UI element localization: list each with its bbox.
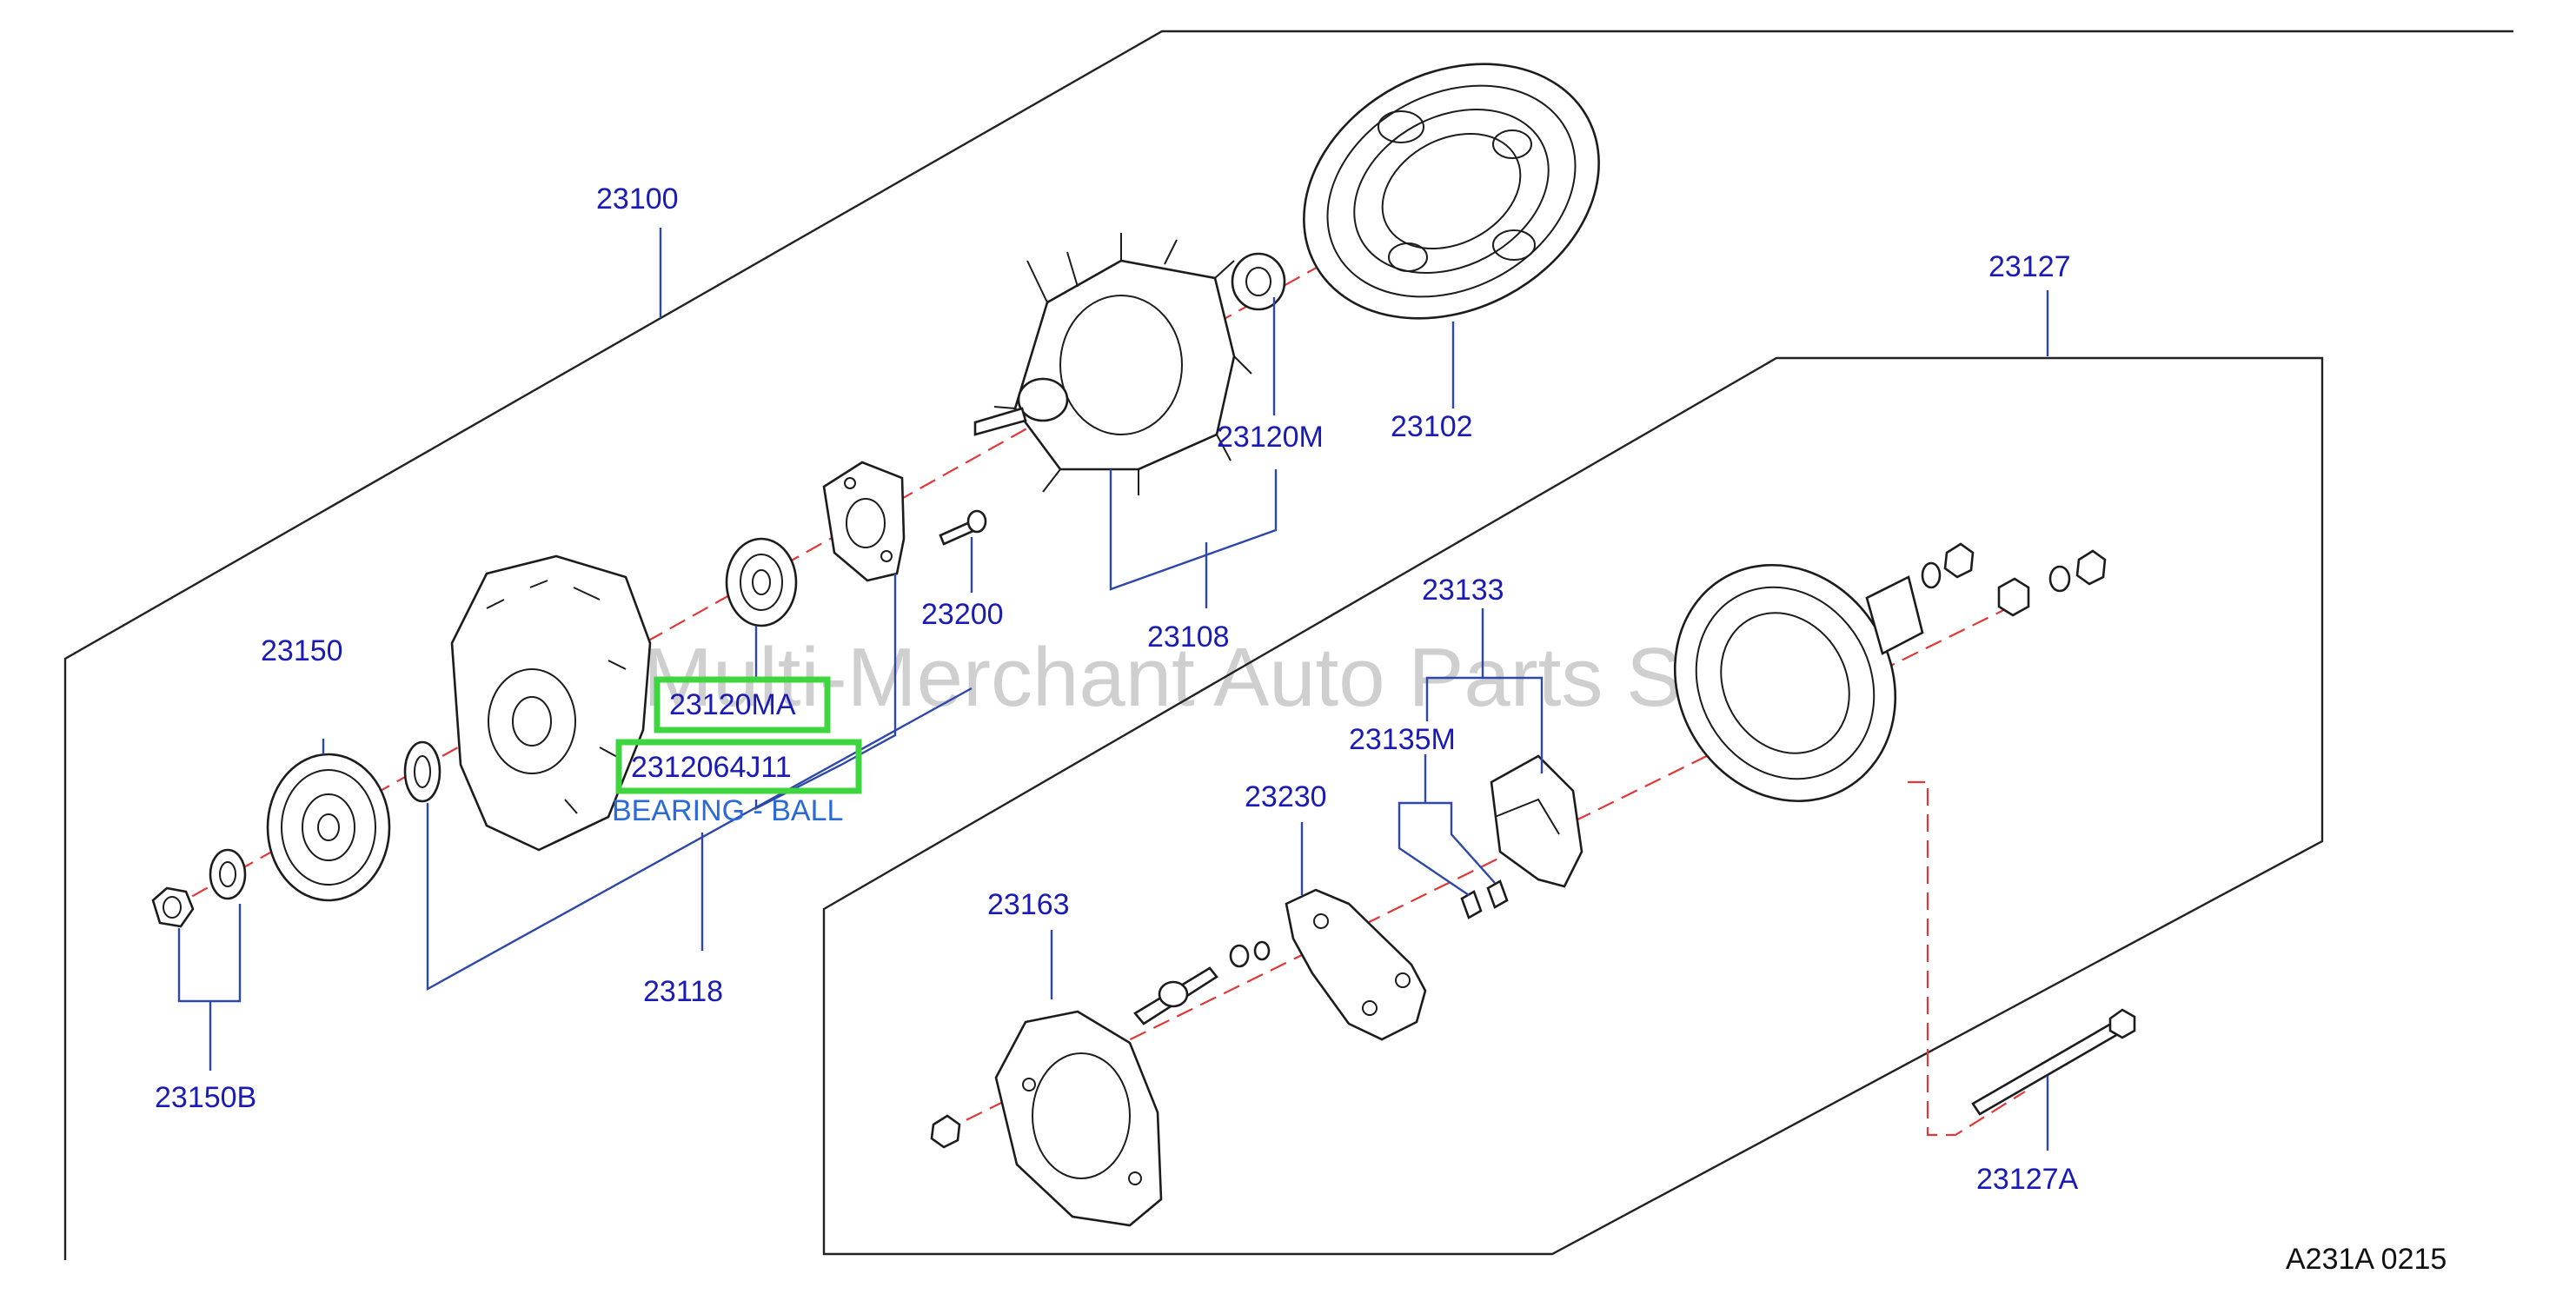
retainer-plate-part[interactable]	[822, 461, 906, 582]
regulator-part[interactable]	[1490, 754, 1583, 888]
rear-cover-part[interactable]	[1259, 14, 1643, 368]
terminal-washer-part[interactable]	[1921, 561, 1942, 589]
part-number-23150B[interactable]: 23150B	[155, 1081, 256, 1114]
front-bracket-part[interactable]	[450, 554, 652, 852]
leader-bearing	[754, 574, 897, 810]
pulley-nut-part[interactable]	[151, 886, 195, 928]
part-number-23230[interactable]: 23230	[1245, 780, 1327, 813]
part-number-23120M[interactable]: 23120M	[1217, 421, 1324, 454]
terminal-nut-part[interactable]	[1943, 542, 1975, 579]
part-number-23108[interactable]: 23108	[1147, 620, 1230, 654]
pulley-part[interactable]	[266, 753, 391, 902]
part-number-23150[interactable]: 23150	[261, 634, 343, 667]
rotor-part[interactable]	[973, 233, 1252, 495]
part-number-23102[interactable]: 23102	[1391, 410, 1473, 443]
spacer-part[interactable]	[403, 740, 442, 803]
rear-terminal-part[interactable]	[1997, 549, 2107, 617]
part-number-23127[interactable]: 23127	[1988, 250, 2071, 283]
leader-23135M	[1398, 754, 1496, 896]
leader-23150B	[177, 904, 242, 1071]
leader-23108	[1109, 469, 1278, 608]
terminal-bolt-part[interactable]	[1133, 940, 1271, 1025]
diagram-code: A231A 0215	[2286, 1243, 2447, 1276]
rectifier-part[interactable]	[1285, 888, 1427, 1041]
through-bolt-part[interactable]	[1971, 1008, 2136, 1116]
watermark-text: Multi-Merchant Auto Parts Store	[643, 631, 1826, 724]
part-number-23120MA[interactable]: 23120MA	[669, 688, 796, 721]
part-number-23118[interactable]: 23118	[643, 975, 723, 1008]
through-bolt-axis	[1908, 780, 2026, 1137]
part-number-23200[interactable]: 23200	[921, 598, 1004, 631]
part-number-23100[interactable]: 23100	[596, 182, 679, 216]
front-bearing-part[interactable]	[725, 537, 798, 627]
part-number-23127A[interactable]: 23127A	[1976, 1163, 2079, 1196]
part-description: BEARING - BALL	[612, 794, 843, 827]
screw-part[interactable]	[939, 509, 987, 546]
plate-nut-part[interactable]	[930, 1114, 961, 1149]
part-number-23135M[interactable]: 23135M	[1349, 723, 1456, 756]
highlight-box-2312064J11	[615, 739, 862, 794]
pulley-washer-part[interactable]	[209, 848, 247, 900]
part-number-2312064J11[interactable]: 2312064J11	[631, 751, 792, 784]
assembly-axis-front	[169, 199, 1439, 910]
part-number-23133[interactable]: 23133	[1422, 574, 1504, 607]
assembly-frame-23100	[63, 30, 2513, 1260]
rear-housing-part[interactable]	[1632, 525, 1937, 841]
leader-23133	[1425, 608, 1544, 773]
highlight-box-23120MA	[654, 676, 831, 733]
part-number-23163[interactable]: 23163	[987, 888, 1070, 921]
small-bearing-part[interactable]	[1231, 252, 1286, 311]
brush-set-part[interactable]	[1460, 879, 1509, 919]
assembly-frame-23127	[822, 356, 2324, 1256]
rear-plate-part[interactable]	[994, 1010, 1163, 1227]
